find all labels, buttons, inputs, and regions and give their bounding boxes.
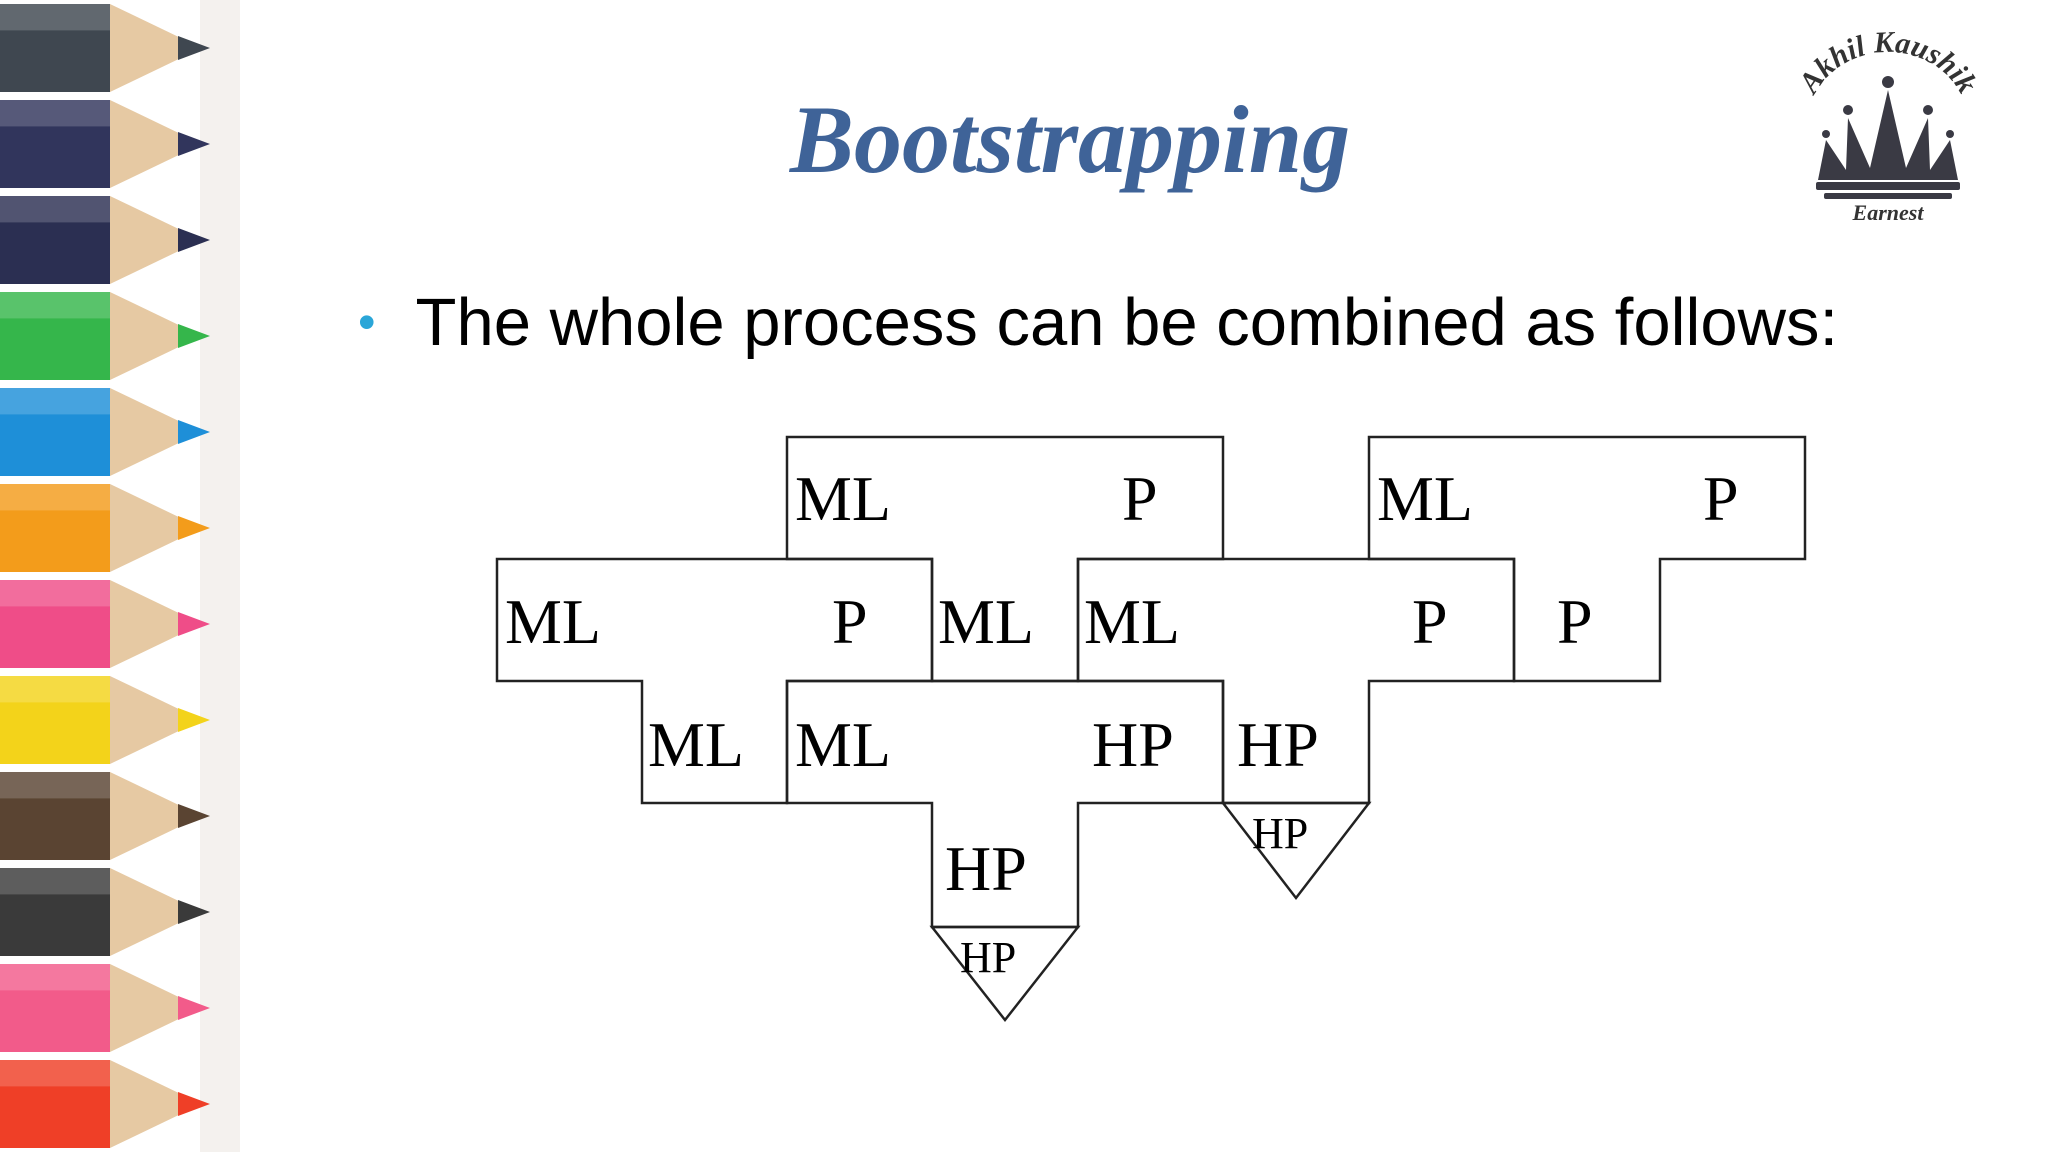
machine-label-hp: HP [960, 933, 1016, 982]
machine-label-hp: HP [1252, 809, 1308, 858]
label-ml: ML [1084, 586, 1180, 657]
label-ml: ML [938, 586, 1034, 657]
bullet-point: • The whole process can be combined as fo… [358, 282, 1838, 363]
akhil-kaushik-logo: Akhil Kaushik Earnest [1791, 30, 1983, 225]
pencil [0, 4, 210, 92]
label-p: P [832, 586, 868, 657]
colored-pencils-border [0, 0, 240, 1152]
label-p: P [1122, 463, 1158, 534]
machine-triangle-bottom [929, 925, 1081, 1023]
label-ml: ML [795, 709, 891, 780]
label-ml: ML [505, 586, 601, 657]
bullet-text: The whole process can be combined as fol… [415, 285, 1839, 360]
pencil [0, 1060, 210, 1148]
label-hp: HP [945, 833, 1027, 904]
pencil [0, 100, 210, 188]
label-ml: ML [648, 709, 744, 780]
label-ml: ML [1377, 463, 1473, 534]
label-p: P [1412, 586, 1448, 657]
pencil [0, 292, 210, 380]
pencil [0, 868, 210, 956]
label-p: P [1703, 463, 1739, 534]
label-hp: HP [1237, 709, 1319, 780]
pencil [0, 580, 210, 668]
pencil [0, 772, 210, 860]
machine-triangle-right [1220, 801, 1372, 901]
pencil [0, 196, 210, 284]
slide-title: Bootstrapping [789, 86, 1351, 193]
label-p: P [1557, 586, 1593, 657]
logo-bottom-text: Earnest [1852, 200, 1925, 225]
pencil [0, 964, 210, 1052]
pencil [0, 388, 210, 476]
crown-icon [1816, 76, 1960, 199]
pencil [0, 676, 210, 764]
pencil [0, 484, 210, 572]
label-ml: ML [795, 463, 891, 534]
label-hp: HP [1092, 709, 1174, 780]
bullet-dot-icon: • [358, 294, 376, 350]
